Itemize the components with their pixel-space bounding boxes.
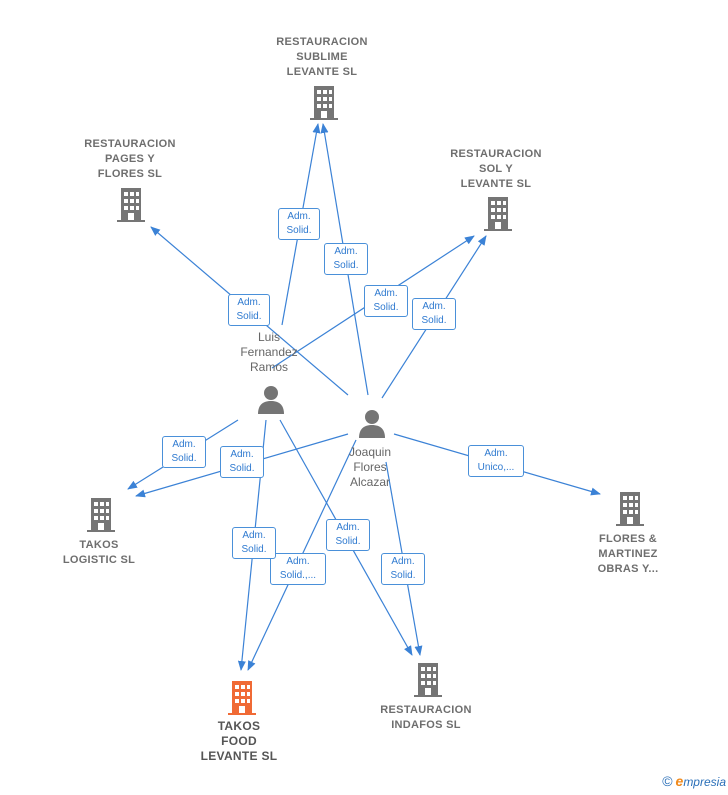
relation-badge: Adm. Solid.	[162, 436, 206, 468]
relation-badge: Adm. Solid.	[220, 446, 264, 478]
company-name[interactable]: RESTAURACION INDAFOS SL	[380, 704, 472, 731]
company-building-icon[interactable]	[614, 492, 646, 526]
company-name[interactable]: RESTAURACION SUBLIME LEVANTE SL	[276, 36, 368, 78]
company-name[interactable]: RESTAURACION SOL Y LEVANTE SL	[450, 148, 542, 190]
relation-badge: Adm. Solid.,...	[270, 553, 326, 585]
company-building-icon[interactable]	[412, 663, 444, 697]
company-building-icon[interactable]	[308, 86, 340, 120]
company-name[interactable]: FLORES & MARTINEZ OBRAS Y...	[597, 533, 659, 575]
relation-badge: Adm. Solid.	[228, 294, 270, 326]
brand-logo: ©empresia	[662, 773, 726, 789]
relation-badge: Adm. Solid.	[278, 208, 320, 240]
relation-badge: Adm. Solid.	[326, 519, 370, 551]
brand-initial: e	[675, 773, 684, 789]
relation-badge: Adm. Solid.	[324, 243, 368, 275]
company-name[interactable]: RESTAURACION PAGES Y FLORES SL	[84, 138, 176, 180]
company-building-icon[interactable]	[85, 498, 117, 532]
relation-badge: Adm. Unico,...	[468, 445, 524, 477]
company-building-icon[interactable]	[115, 188, 147, 222]
person-icon[interactable]	[256, 384, 286, 414]
relation-badge: Adm. Solid.	[232, 527, 276, 559]
company-name[interactable]: TAKOS LOGISTIC SL	[62, 539, 136, 566]
relation-badge: Adm. Solid.	[364, 285, 408, 317]
company-building-icon-focus[interactable]	[226, 681, 258, 715]
copyright-icon: ©	[662, 773, 673, 789]
person-name[interactable]: Joaquin Flores Alcazar	[348, 445, 392, 489]
relation-badge: Adm. Solid.	[381, 553, 425, 585]
relation-badge: Adm. Solid.	[412, 298, 456, 330]
company-building-icon[interactable]	[482, 197, 514, 231]
person-name[interactable]: Luis Fernandez Ramos	[240, 330, 298, 374]
brand-name: mpresia	[683, 775, 726, 789]
person-icon[interactable]	[357, 408, 387, 438]
company-name-focus[interactable]: TAKOS FOOD LEVANTE SL	[200, 719, 278, 763]
